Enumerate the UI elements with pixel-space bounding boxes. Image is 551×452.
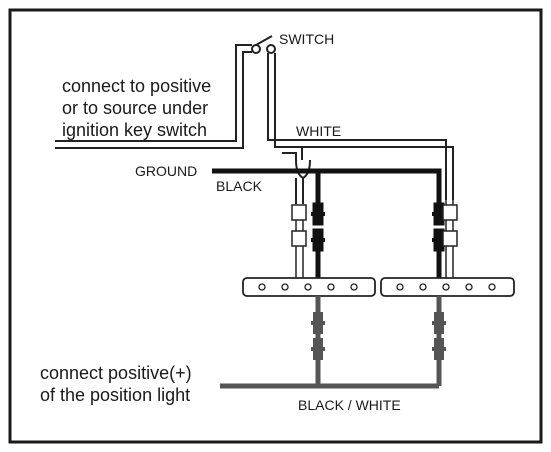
connector-black-left <box>311 202 325 278</box>
black-white-label: BLACK / WHITE <box>298 397 401 413</box>
terminal-block-left <box>242 277 376 297</box>
light-label-line1: connect positive(+) <box>40 363 192 383</box>
positive-feed-wire <box>55 44 252 149</box>
white-label: WHITE <box>296 123 341 139</box>
white-wire <box>267 53 454 204</box>
connector-white-left <box>291 204 307 278</box>
ground-label: GROUND <box>135 163 197 179</box>
terminal-block-right <box>380 277 515 297</box>
ground-wire <box>212 168 442 205</box>
switch-label: SWITCH <box>279 31 334 47</box>
connector-black-right <box>432 202 446 278</box>
black-label: BLACK <box>216 178 263 194</box>
connector-bw-right <box>432 312 446 360</box>
positive-label-line3: ignition key switch <box>62 120 207 140</box>
switch-symbol <box>251 35 276 54</box>
connector-bw-left <box>311 312 325 360</box>
connector-white-right <box>442 200 458 278</box>
positive-label-line1: connect to positive <box>62 76 211 96</box>
positive-label-line2: or to source under <box>62 98 208 118</box>
light-label-line2: of the position light <box>40 385 190 405</box>
